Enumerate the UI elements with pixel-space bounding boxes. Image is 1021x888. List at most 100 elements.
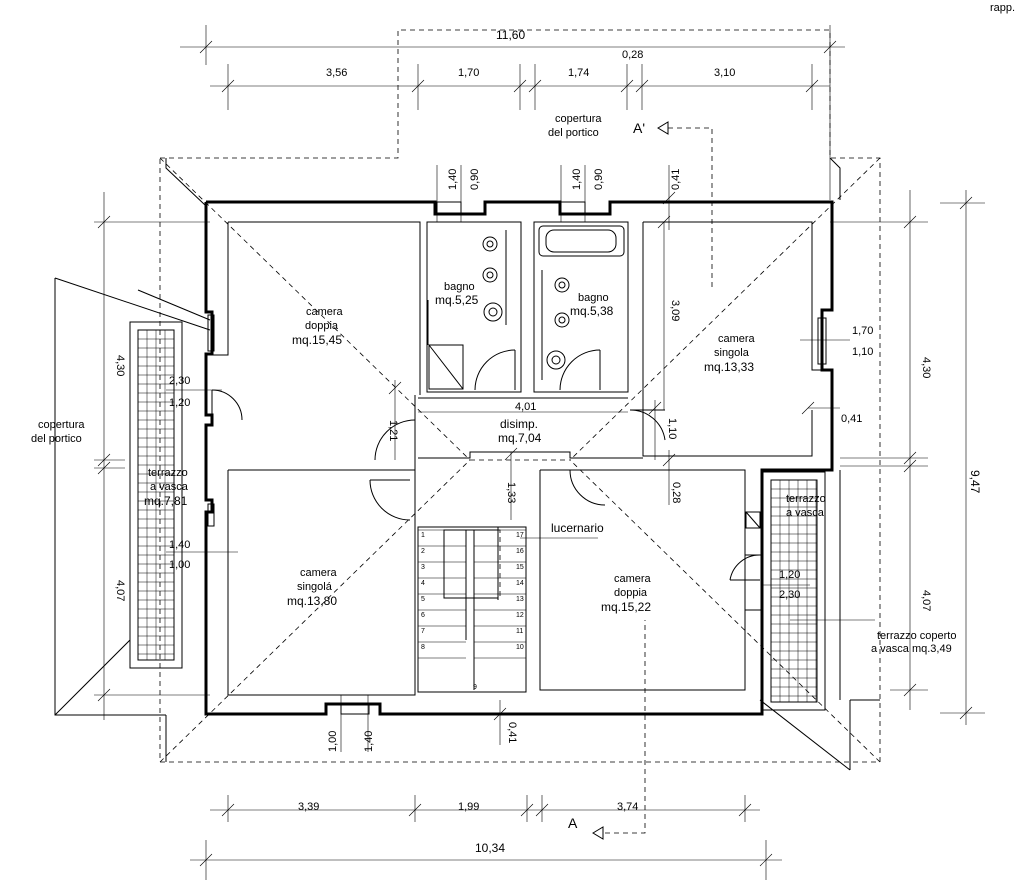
terrace-west-1: terrazzo <box>148 467 188 479</box>
dim-bottom-win-a: 1,00 <box>327 731 339 752</box>
porch-labels: copertura del portico copertura del port… <box>31 113 602 445</box>
dim-west2-b: 1,00 <box>169 559 190 571</box>
dim-bottom-win-b: 1,40 <box>363 731 375 752</box>
section-mark-bottom: A <box>568 815 578 831</box>
dim-west2-a: 1,40 <box>169 539 190 551</box>
doors <box>211 349 761 581</box>
stair-step-11: 11 <box>516 628 523 635</box>
stair-step-7: 7 <box>421 628 425 635</box>
terrace-east-1: terrazzo <box>786 493 826 505</box>
dim-bottom-seg-2: 1,99 <box>458 801 479 813</box>
terrace-west-3: mq.7,81 <box>144 494 188 508</box>
room-camera-se-2: doppia <box>614 587 648 599</box>
room-camera-ne-1: camera <box>718 333 756 345</box>
porch-top-line1: copertura <box>555 113 602 125</box>
stair-step-14: 14 <box>516 580 524 587</box>
room-camera-ne-2: singola <box>714 347 750 359</box>
terrace-covered-2: a vasca mq.3,49 <box>871 643 952 655</box>
dim-bottom-total: 10,34 <box>475 841 505 855</box>
stair-step-1: 1 <box>421 532 425 539</box>
stair-step-2: 2 <box>421 548 425 555</box>
stair-step-6: 6 <box>421 612 425 619</box>
dim-right-top: 0,41 <box>670 169 682 190</box>
walls <box>204 200 834 716</box>
terrace-west <box>129 321 183 669</box>
room-disimp-1: disimp. <box>500 417 538 431</box>
dim-hall-h3: 1,33 <box>505 482 517 503</box>
bath-fixtures <box>427 225 625 390</box>
room-camera-nw-1: camera <box>306 306 344 318</box>
dim-top-small: 0,28 <box>622 49 643 61</box>
room-camera-sw-3: mq.13,80 <box>287 594 337 608</box>
dim-wall-r2: 0,28 <box>670 482 682 503</box>
terrace-east <box>762 471 826 711</box>
stair-step-9: 9 <box>473 684 477 691</box>
porch-roofs <box>54 157 880 771</box>
stair-step-3: 3 <box>421 564 425 571</box>
dim-hall-h1: 1,21 <box>387 420 399 441</box>
section-mark-top: A' <box>633 120 645 136</box>
dim-east-a: 1,70 <box>852 325 873 337</box>
dim-sw-b: 2,30 <box>779 589 800 601</box>
room-bagno2-2: mq.5,38 <box>570 304 614 318</box>
room-bagno1-1: bagno <box>444 281 475 293</box>
dim-bath2-b: 0,90 <box>593 169 605 190</box>
room-camera-ne-3: mq.13,33 <box>704 360 754 374</box>
room-bagno2-1: bagno <box>578 292 609 304</box>
room-camera-sw-2: singolá <box>297 581 333 593</box>
stair-step-4: 4 <box>421 580 425 587</box>
room-disimp-2: mq.7,04 <box>498 431 542 445</box>
dim-bath2-a: 1,40 <box>571 169 583 190</box>
stair-step-17: 17 <box>516 532 524 539</box>
stair-step-13: 13 <box>516 596 524 603</box>
dimension-labels: 11,60 0,28 3,56 1,70 1,74 3,10 3,39 1,99… <box>114 28 982 855</box>
stair-step-15: 15 <box>516 564 524 571</box>
dim-left-1: 4,30 <box>114 355 126 376</box>
room-bagno1-2: mq.5,25 <box>435 293 479 307</box>
dim-bath1-a: 1,40 <box>447 169 459 190</box>
dim-right-1: 4,30 <box>920 357 932 378</box>
dim-wall-r1: 0,41 <box>841 413 862 425</box>
skylight-label: lucernario <box>551 521 604 535</box>
dim-hall-h2: 1,10 <box>666 418 678 439</box>
section-markers: A' A <box>568 120 669 840</box>
dim-bottom-seg-3: 3,74 <box>617 801 638 813</box>
room-camera-sw-1: camera <box>300 567 338 579</box>
dim-bath1-b: 0,90 <box>469 169 481 190</box>
dim-bottom-seg-1: 3,39 <box>298 801 319 813</box>
dim-west1-a: 2,30 <box>169 375 190 387</box>
room-labels: camera doppia mq.15,45 bagno mq.5,25 bag… <box>144 281 956 655</box>
stair-numbers: 1 2 3 4 5 6 7 8 17 16 15 14 13 12 11 10 … <box>421 532 524 691</box>
corner-label: rapp. <box>990 2 1015 14</box>
room-camera-nw-2: doppia <box>305 320 339 332</box>
stair-step-16: 16 <box>516 548 524 555</box>
dim-top-total: 11,60 <box>496 28 525 42</box>
dim-right-room-h: 3,09 <box>669 300 681 321</box>
porch-left-line1: copertura <box>38 419 85 431</box>
dimension-lines <box>94 25 985 880</box>
stair-step-5: 5 <box>421 596 425 603</box>
porch-top-line2: del portico <box>548 127 599 139</box>
room-camera-se-3: mq.15,22 <box>601 600 651 614</box>
dim-left-2: 4,07 <box>114 580 126 601</box>
staircase <box>418 527 526 690</box>
dim-top-seg-1: 3,56 <box>326 67 347 79</box>
dim-west1-b: 1,20 <box>169 397 190 409</box>
dim-right-total: 9,47 <box>968 470 982 494</box>
dim-top-seg-3: 1,74 <box>568 67 589 79</box>
dim-top-seg-4: 3,10 <box>714 67 735 79</box>
dim-right-2: 4,07 <box>920 590 932 611</box>
dim-bottom-mid: 0,41 <box>506 722 518 743</box>
stair-step-8: 8 <box>421 644 425 651</box>
stair-step-10: 10 <box>516 644 524 651</box>
terrace-west-2: a vasca <box>150 481 189 493</box>
dim-east-b: 1,10 <box>852 346 873 358</box>
room-camera-se-1: camera <box>614 573 652 585</box>
dim-hall-width: 4,01 <box>515 401 536 413</box>
room-camera-nw-3: mq.15,45 <box>292 333 342 347</box>
porch-left-line2: del portico <box>31 433 82 445</box>
terrace-east-2: a vasca <box>786 507 825 519</box>
stair-step-12: 12 <box>516 612 524 619</box>
